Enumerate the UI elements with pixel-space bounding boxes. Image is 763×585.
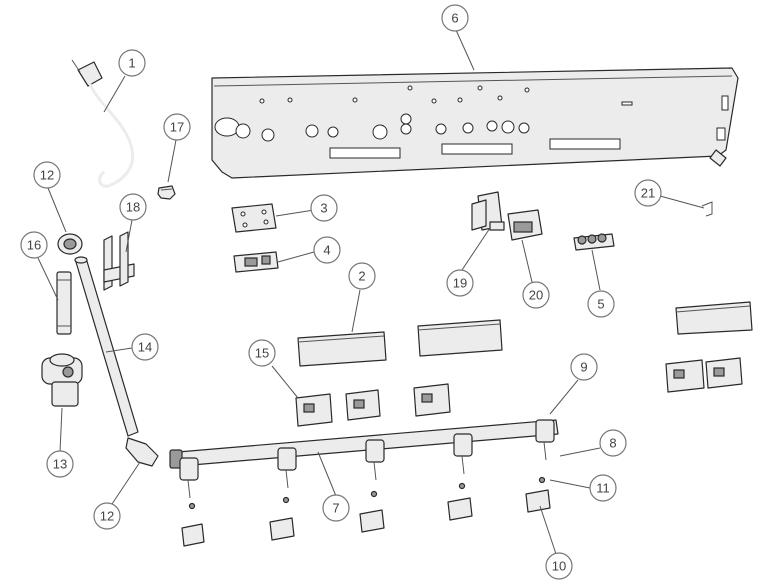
callout-11: 11 bbox=[589, 474, 617, 502]
callout-21-label: 21 bbox=[641, 186, 655, 201]
igniter-housing-3 bbox=[413, 383, 451, 417]
igniter-housing-5 bbox=[705, 357, 743, 389]
callout-1: 1 bbox=[118, 49, 146, 77]
callout-17-label: 17 bbox=[170, 120, 184, 135]
leader-lines bbox=[37, 29, 705, 555]
spark-module-bracket bbox=[471, 191, 505, 231]
callout-14: 14 bbox=[131, 333, 159, 361]
elbow-fitting-bottom bbox=[125, 437, 159, 467]
callout-2-label: 2 bbox=[358, 269, 365, 284]
spark-module bbox=[507, 209, 543, 241]
callout-14-label: 14 bbox=[138, 340, 152, 355]
callout-9: 9 bbox=[570, 353, 598, 381]
callout-21: 21 bbox=[634, 179, 662, 207]
callout-18-label: 18 bbox=[126, 200, 140, 215]
callout-7-label: 7 bbox=[332, 501, 339, 516]
mounting-plate bbox=[231, 203, 277, 233]
gas-valve-2 bbox=[277, 447, 297, 489]
power-cord bbox=[71, 59, 135, 188]
callout-4-label: 4 bbox=[323, 243, 330, 258]
callout-1-label: 1 bbox=[128, 56, 135, 71]
burner-bracket-3 bbox=[675, 301, 753, 335]
pipe-nipple bbox=[56, 271, 72, 335]
callout-10-label: 10 bbox=[552, 559, 566, 574]
igniter-housing-2 bbox=[345, 389, 381, 421]
callout-13-label: 13 bbox=[53, 457, 67, 472]
callout-16-label: 16 bbox=[27, 238, 41, 253]
callout-10: 10 bbox=[545, 552, 573, 580]
callout-9-label: 9 bbox=[580, 360, 587, 375]
callout-8: 8 bbox=[599, 429, 627, 457]
cap-nut bbox=[157, 185, 176, 200]
callout-5-label: 5 bbox=[597, 297, 604, 312]
callout-2: 2 bbox=[348, 262, 376, 290]
callout-15-label: 15 bbox=[255, 346, 269, 361]
l-bracket bbox=[103, 231, 135, 291]
gas-valve-5 bbox=[535, 419, 555, 461]
callout-15: 15 bbox=[248, 339, 276, 367]
gas-valve-3 bbox=[365, 439, 385, 481]
callout-8-label: 8 bbox=[609, 436, 616, 451]
valve-knob-holder-2 bbox=[269, 517, 295, 541]
valve-knob-holder-1 bbox=[181, 523, 205, 547]
valve-knob-holder-5 bbox=[525, 489, 551, 513]
callout-17: 17 bbox=[163, 113, 191, 141]
callout-5: 5 bbox=[587, 290, 615, 318]
manifold-panel bbox=[211, 67, 739, 179]
gas-pipe bbox=[74, 256, 139, 437]
callout-7: 7 bbox=[322, 494, 350, 522]
callout-12-top: 12 bbox=[33, 161, 61, 189]
callout-20-label: 20 bbox=[529, 288, 543, 303]
valve-knob-holder-4 bbox=[447, 497, 473, 521]
callout-6: 6 bbox=[441, 4, 469, 32]
gas-valve-4 bbox=[453, 433, 473, 475]
callout-3-label: 3 bbox=[320, 201, 327, 216]
callout-19: 19 bbox=[446, 269, 474, 297]
callout-13: 13 bbox=[46, 450, 74, 478]
orifice-nuts bbox=[188, 476, 546, 510]
gas-valve-1 bbox=[179, 457, 199, 499]
igniter-housing-4 bbox=[665, 359, 705, 393]
callout-20: 20 bbox=[522, 281, 550, 309]
callout-12-bottom-label: 12 bbox=[100, 509, 114, 524]
terminal-block bbox=[573, 233, 615, 251]
manifold-pipe bbox=[169, 419, 559, 469]
callout-11-label: 11 bbox=[596, 481, 610, 496]
valve-knob-holder-3 bbox=[359, 509, 385, 533]
callout-19-label: 19 bbox=[453, 276, 467, 291]
switch-block bbox=[233, 251, 279, 273]
callout-12-top-label: 12 bbox=[40, 168, 54, 183]
igniter-housing-1 bbox=[295, 393, 333, 427]
wire-clip bbox=[701, 201, 713, 217]
callout-16: 16 bbox=[20, 231, 48, 259]
pressure-regulator bbox=[41, 353, 83, 407]
callout-12-bottom: 12 bbox=[93, 502, 121, 530]
burner-bracket-1 bbox=[297, 331, 387, 367]
elbow-fitting-top bbox=[57, 233, 83, 255]
callout-6-label: 6 bbox=[451, 11, 458, 26]
callout-3: 3 bbox=[310, 194, 338, 222]
callout-4: 4 bbox=[313, 236, 341, 264]
burner-bracket-2 bbox=[417, 319, 503, 357]
callout-18: 18 bbox=[119, 193, 147, 221]
